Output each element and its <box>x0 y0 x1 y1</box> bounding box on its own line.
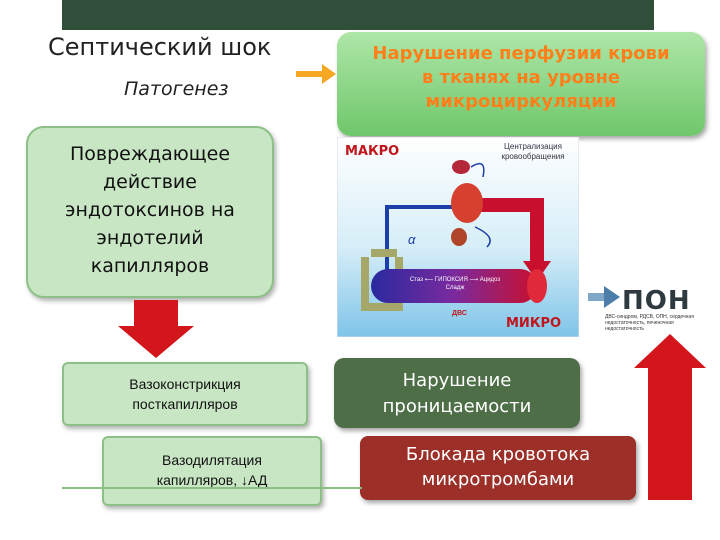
red-up-arrow-icon <box>634 334 706 500</box>
bottom-rule <box>62 487 362 489</box>
vessel-labels: Стаз ⟵ ГИПОКСИЯ ⟶ Ацидоз Сладж <box>380 276 530 292</box>
endotoxin-line-4: эндотелий <box>96 227 204 249</box>
endotoxin-line-2: действие <box>103 171 197 193</box>
permeability-box: Нарушение проницаемости <box>334 358 580 428</box>
dic-label: ДВС <box>452 310 467 317</box>
blockade-box: Блокада кровотока микротромбами <box>360 436 636 500</box>
pon-label: ПОН <box>622 286 691 316</box>
pon-note: ДВС-синдром, РДСВ, ОПН, сердечная недост… <box>605 314 694 332</box>
circulation-illustration <box>337 137 579 337</box>
blockade-line-2: микротромбами <box>421 469 575 490</box>
vasoconstriction-line-2: посткапилляров <box>132 396 238 412</box>
perfusion-line-1: Нарушение перфузии крови <box>372 43 670 64</box>
vessel-line-2: Сладж <box>445 285 465 291</box>
red-down-arrow-icon <box>118 300 194 358</box>
alpha-label: α <box>408 232 416 247</box>
endotoxin-line-3: эндотоксинов на <box>65 199 235 221</box>
top-banner <box>62 0 654 30</box>
micro-label: МИКРО <box>506 316 562 331</box>
permeability-line-2: проницаемости <box>382 396 532 417</box>
vasodilation-line-2: капилляров, ↓АД <box>156 472 268 488</box>
centralization-line-2: кровообращения <box>501 152 565 161</box>
macro-label: МАКРО <box>345 144 400 159</box>
vasodilation-box: Вазодилятация капилляров, ↓АД <box>102 436 322 506</box>
vasoconstriction-line-1: Вазоконстрикция <box>129 376 241 392</box>
centralization-line-1: Централизация <box>504 142 562 151</box>
vasoconstriction-box: Вазоконстрикция посткапилляров <box>62 362 308 426</box>
perfusion-line-3: микроциркуляции <box>425 91 617 112</box>
vessel-line-1: Стаз ⟵ ГИПОКСИЯ ⟶ Ацидоз <box>409 277 501 283</box>
endotoxin-box: Повреждающее действие эндотоксинов на эн… <box>26 126 274 298</box>
slide-title: Септический шок <box>48 33 272 61</box>
vasodilation-line-1: Вазодилятация <box>162 452 262 468</box>
endotoxin-line-5: капилляров <box>90 255 210 277</box>
endotoxin-line-1: Повреждающее <box>69 143 231 165</box>
orange-right-arrow-icon <box>296 64 336 84</box>
centralization-label: Централизация кровообращения <box>488 142 578 162</box>
blockade-line-1: Блокада кровотока <box>405 444 591 465</box>
permeability-line-1: Нарушение <box>402 370 512 391</box>
perfusion-line-2: в тканях на уровне <box>421 67 621 88</box>
slide-subtitle: Патогенез <box>124 78 229 100</box>
pon-arrow-icon <box>588 286 620 308</box>
perfusion-box: Нарушение перфузии крови в тканях на уро… <box>337 32 705 136</box>
